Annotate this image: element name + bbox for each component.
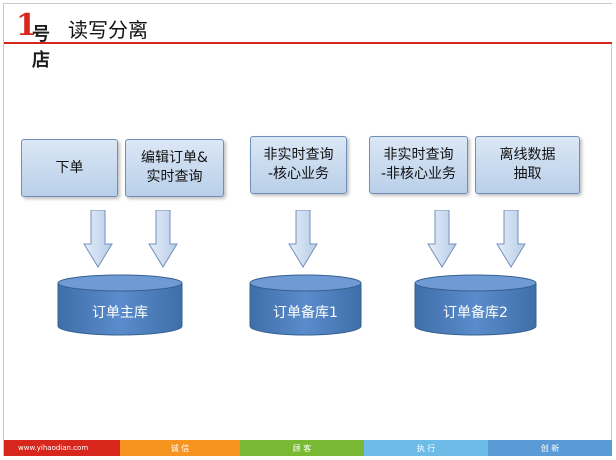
realtime-core-box: 非实时查询 -核心业务 (250, 136, 347, 194)
footer-item-integrity: 诚 信 (120, 440, 240, 456)
footer-item-innovate: 创 新 (488, 440, 612, 456)
arrow-down-icon (288, 210, 318, 268)
logo-text: 号店 (32, 24, 50, 71)
backup1-db-cylinder: 订单备库1 (249, 274, 362, 336)
arrow-down-icon (496, 210, 526, 268)
offline-extract-box: 离线数据 抽取 (475, 136, 580, 194)
realtime-noncore-box: 非实时查询 -非核心业务 (369, 136, 468, 194)
logo-number: 1 (16, 8, 37, 43)
order-box-label: 下单 (55, 159, 84, 176)
database-icon (249, 274, 362, 336)
order-box: 下单 (21, 139, 118, 197)
realtime-noncore-box-label: 非实时查询 -非核心业务 (380, 147, 457, 182)
footer-item-execute: 执 行 (364, 440, 488, 456)
footer-bar: www.yihaodian.com 诚 信 顾 客 执 行 创 新 (4, 440, 612, 456)
database-icon (57, 274, 183, 336)
arrow-down-icon (427, 210, 457, 268)
edit-query-box-label: 编辑订单& 实时查询 (141, 150, 208, 185)
edit-query-box: 编辑订单& 实时查询 (125, 139, 224, 197)
footer-url: www.yihaodian.com (4, 440, 120, 456)
arrow-down-icon (83, 210, 113, 268)
footer-item-customer: 顾 客 (240, 440, 364, 456)
backup2-db-label: 订单备库2 (443, 305, 508, 321)
title-divider (4, 42, 612, 44)
master-db-cylinder: 订单主库 (57, 274, 183, 336)
offline-extract-box-label: 离线数据 抽取 (499, 147, 556, 182)
master-db-label: 订单主库 (92, 305, 148, 321)
arrow-down-icon (148, 210, 178, 268)
yihaodian-logo: 1 号店 (12, 8, 58, 71)
backup2-db-cylinder: 订单备库2 (414, 274, 537, 336)
title-bar: 1 号店 读写分离 (4, 4, 612, 71)
realtime-core-box-label: 非实时查询 -核心业务 (263, 147, 334, 182)
database-icon (414, 274, 537, 336)
page-title: 读写分离 (68, 18, 148, 42)
backup1-db-label: 订单备库1 (273, 305, 338, 321)
